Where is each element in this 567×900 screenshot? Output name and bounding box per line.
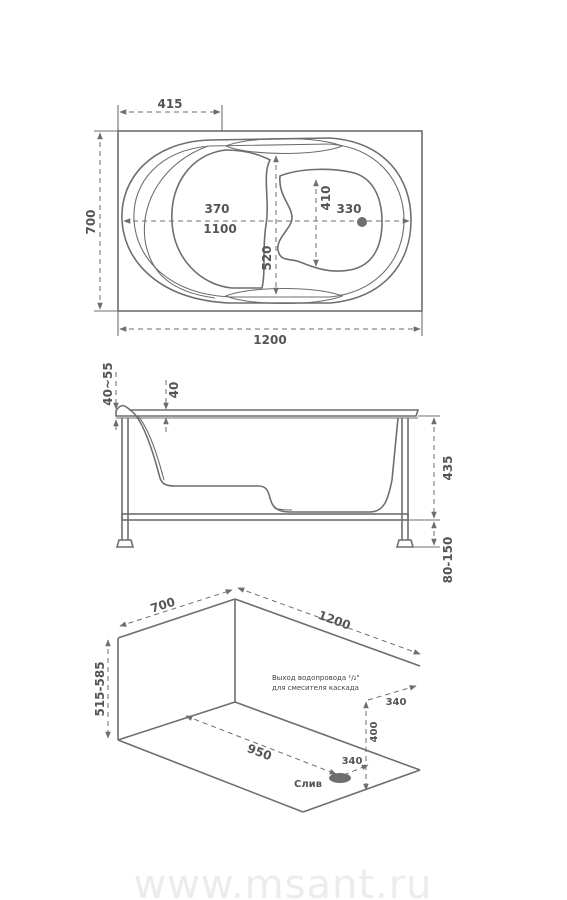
iso-right-wall-top — [234, 598, 421, 667]
dim-520-label: 520 — [260, 245, 274, 270]
foot-right — [395, 539, 415, 548]
rim-lip-top — [224, 138, 344, 154]
dim-415-label: 415 — [157, 97, 182, 111]
dim-iso-700-label: 700 — [149, 595, 177, 616]
side-view: 40~55 40 435 80-150 — [101, 362, 455, 583]
iso-drain — [329, 773, 351, 783]
tub-rim — [115, 404, 420, 417]
dim-950-label: 950 — [245, 741, 273, 763]
iso-left-wall-bottom — [117, 701, 236, 741]
iso-left-wall-top — [117, 598, 236, 639]
water-outlet-note-line1: Выход водопровода ¹/₂" — [272, 674, 360, 682]
drain-label: Слив — [294, 779, 322, 790]
tub-side-profile — [129, 409, 399, 513]
dim-line-iso-700 — [119, 589, 233, 627]
tub-inner-rim — [133, 143, 405, 298]
dim-40-55-label: 40~55 — [101, 362, 115, 405]
dim-40-label: 40 — [167, 382, 181, 399]
frame-crossbar — [121, 513, 409, 521]
tub-side-profile-inner — [137, 415, 293, 511]
iso-view: 700 1200 515-585 950 Слив 340 400 340 Вы… — [93, 587, 421, 813]
watermark: www.msant.ru — [133, 862, 432, 900]
iso-floor-left — [117, 739, 304, 813]
top-view: 415 700 1100 370 330 410 520 1200 — [84, 97, 423, 347]
dim-340-a-label: 340 — [386, 697, 407, 708]
rim-lip-bottom — [224, 288, 344, 304]
iso-floor-right — [302, 769, 421, 813]
dim-515-585-label: 515-585 — [93, 661, 107, 716]
top-view-outline — [117, 130, 423, 312]
drain-hole — [357, 217, 367, 227]
dim-370-label: 370 — [204, 202, 229, 216]
dim-1100-label: 1100 — [203, 222, 236, 236]
dim-435-label: 435 — [441, 455, 455, 480]
dim-700-label: 700 — [84, 209, 98, 234]
dim-410-label: 410 — [319, 185, 333, 210]
tub-outer-rim — [121, 137, 412, 304]
dim-340-b-label: 340 — [342, 756, 363, 767]
dim-80-150-label: 80-150 — [441, 537, 455, 584]
foot-left — [115, 539, 135, 548]
dim-iso-1200-label: 1200 — [316, 608, 352, 633]
water-outlet-note-line2: для смесителя каскада — [272, 684, 359, 692]
tub-left-basin — [171, 149, 272, 289]
tub-side-contour — [143, 145, 216, 299]
dim-330-label: 330 — [336, 202, 361, 216]
dim-1200-label: 1200 — [253, 333, 286, 347]
dim-400-label: 400 — [369, 722, 380, 743]
